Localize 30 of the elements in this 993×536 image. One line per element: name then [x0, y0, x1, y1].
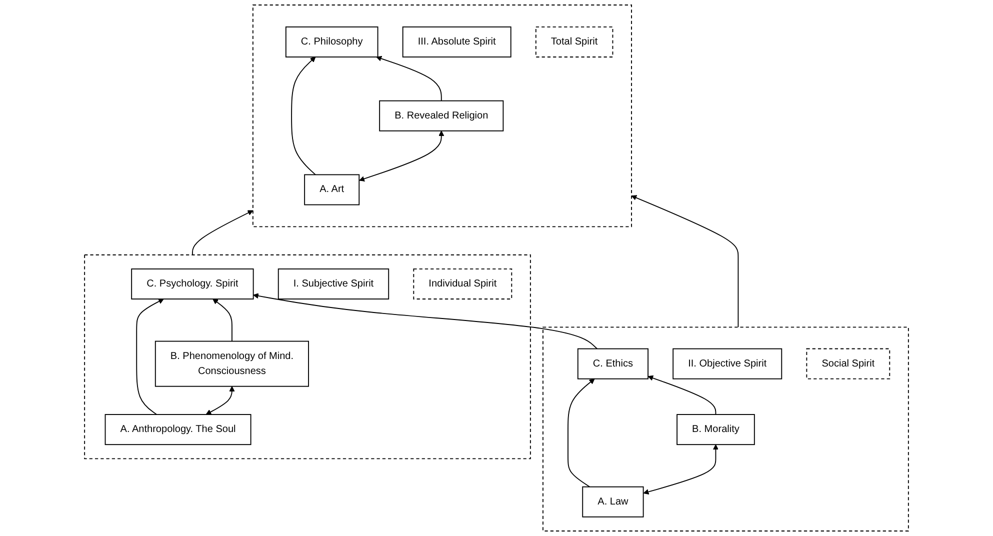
arrow [136, 298, 164, 415]
arrow [359, 130, 444, 182]
cluster [252, 4, 632, 228]
node-box [582, 486, 644, 518]
node-box [304, 174, 360, 206]
node-box [285, 26, 378, 58]
node-box [672, 348, 782, 380]
arrow [648, 375, 716, 415]
arrow [206, 386, 235, 415]
cluster [542, 326, 909, 532]
arrow [192, 210, 254, 256]
node-box [104, 414, 252, 446]
node-box [131, 268, 254, 300]
arrow [631, 195, 739, 328]
arrow [253, 293, 598, 350]
arrow [291, 56, 316, 176]
arrow [643, 444, 718, 494]
arrow [568, 378, 595, 488]
node-box [806, 348, 890, 380]
node-box [577, 348, 648, 380]
node-box [278, 268, 390, 300]
cluster [84, 254, 531, 460]
arrow [376, 56, 442, 102]
node-box [154, 340, 309, 387]
node-box [379, 100, 504, 132]
node-box [535, 26, 614, 58]
arrow [212, 298, 232, 342]
node-box [402, 26, 512, 58]
node-box [413, 268, 512, 300]
node-box [676, 414, 755, 446]
